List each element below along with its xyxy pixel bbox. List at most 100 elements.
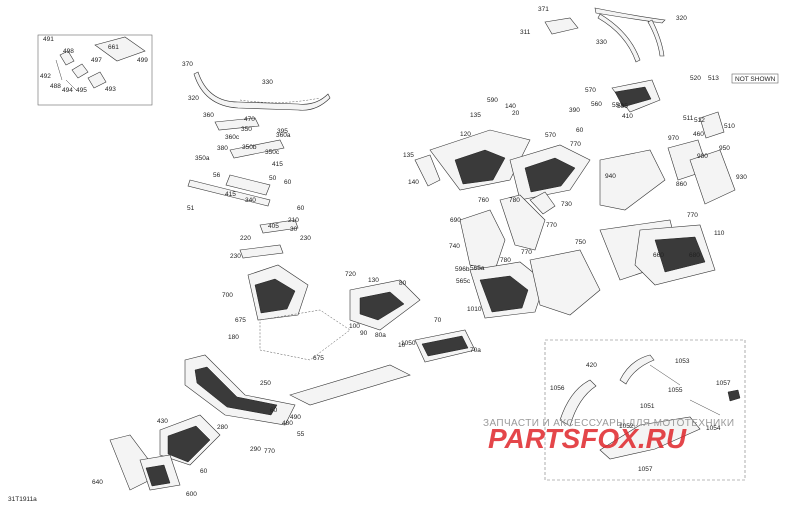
callout-label: 56 [213, 172, 221, 179]
callout-label: 140 [408, 179, 419, 186]
callout-label: 60 [200, 468, 208, 475]
callout-label: 330 [262, 79, 273, 86]
callout-label: 60 [297, 205, 305, 212]
callout-label: 20 [512, 110, 520, 117]
rear-rack-rail [193, 71, 331, 111]
callout-label: 350 [241, 126, 252, 133]
callout-label: 10 [398, 342, 406, 349]
callout-label: 1010 [467, 306, 482, 313]
center-body [247, 264, 476, 406]
callout-label: 675 [235, 317, 246, 324]
callout-label: 380 [217, 145, 228, 152]
callout-label: 60 [270, 407, 278, 414]
callout-label: 280 [217, 424, 228, 431]
callout-label: 750 [575, 239, 586, 246]
footwell-parts [109, 354, 296, 491]
callout-label: 770 [546, 222, 557, 229]
callout-label: 350a [195, 155, 210, 162]
callout-label: 595 [617, 103, 628, 110]
callout-label: 90 [360, 330, 368, 337]
callout-label: 350b [242, 144, 257, 151]
callout-label: 415 [225, 191, 236, 198]
front-body-panels [414, 79, 736, 211]
callout-label: 690 [450, 217, 461, 224]
callout-label: 30 [290, 226, 298, 233]
callout-label: 570 [585, 87, 596, 94]
callout-label: 410 [622, 113, 633, 120]
not-shown-label: NOT SHOWN [735, 76, 776, 83]
callout-label: 350c [265, 149, 280, 156]
callout-label: 360 [203, 112, 214, 119]
callout-label: 135 [470, 112, 481, 119]
callout-label: 491 [43, 36, 54, 43]
callout-label: 930 [736, 174, 747, 181]
callout-label: 370 [182, 61, 193, 68]
callout-label: 1053 [675, 358, 690, 365]
callout-label: 1056 [550, 385, 565, 392]
callout-label: 770 [570, 141, 581, 148]
callout-label: 340 [245, 197, 256, 204]
callout-label: 135 [403, 152, 414, 159]
callout-label: 660 [653, 252, 664, 259]
callout-label: 230 [300, 235, 311, 242]
callout-label: 499 [137, 57, 148, 64]
callout-label: 860 [676, 181, 687, 188]
callout-label: 51 [187, 205, 195, 212]
callout-label: 780 [500, 257, 511, 264]
callout-label: 513 [708, 75, 719, 82]
callout-label: 700 [222, 292, 233, 299]
callout-label: 230 [230, 253, 241, 260]
callout-label: 70 [434, 317, 442, 324]
inset-bracket-parts [55, 36, 146, 91]
callout-label: 470 [244, 116, 255, 123]
callout-label: 492 [40, 73, 51, 80]
callout-label: 493 [105, 86, 116, 93]
callout-label: 661 [108, 44, 119, 51]
callout-label: 770 [687, 212, 698, 219]
callout-label: 390 [569, 107, 580, 114]
callout-label: 1050 [401, 340, 416, 347]
diagram-code: 31T1911a [8, 496, 37, 503]
callout-label: 488 [50, 83, 61, 90]
callout-label: 940 [605, 173, 616, 180]
accessory-parts [559, 354, 741, 460]
callout-label: 130 [368, 277, 379, 284]
callout-label: 720 [345, 271, 356, 278]
callout-label: 520 [690, 75, 701, 82]
callout-label: 120 [460, 131, 471, 138]
callout-label: 1057 [638, 466, 653, 473]
callout-label: 140 [505, 103, 516, 110]
watermark: ЗАПЧАСТИ И АКСЕССУАРЫ ДЛЯ МОТОТЕХНИКИ PA… [483, 418, 734, 454]
callout-label: 498 [63, 48, 74, 55]
callout-labels: 3713203113305135205705901402013512055056… [40, 6, 747, 498]
callout-label: 510 [724, 123, 735, 130]
inset-box-bracket [37, 34, 153, 106]
callout-label: 780 [509, 197, 520, 204]
callout-label: 311 [520, 29, 531, 36]
callout-label: 640 [92, 479, 103, 486]
callout-label: 565c [456, 278, 471, 285]
callout-label: 100 [349, 323, 360, 330]
callout-label: 220 [240, 235, 251, 242]
callout-label: 180 [228, 334, 239, 341]
callout-label: 330 [596, 39, 607, 46]
callout-label: 430 [157, 418, 168, 425]
callout-label: 360a [276, 132, 291, 139]
callout-label: 415 [272, 161, 283, 168]
side-panels [459, 191, 716, 319]
callout-label: 1057 [716, 380, 731, 387]
callout-label: 730 [561, 201, 572, 208]
callout-label: 740 [449, 243, 460, 250]
callout-label: 1055 [668, 387, 683, 394]
callout-label: 60 [576, 127, 584, 134]
callout-label: 596b [455, 266, 470, 273]
watermark-subtitle: ЗАПЧАСТИ И АКСЕССУАРЫ ДЛЯ МОТОТЕХНИКИ [483, 418, 734, 429]
callout-label: 511 [683, 115, 694, 122]
callout-label: 70a [470, 347, 481, 354]
callout-label: 495 [76, 87, 87, 94]
callout-label: 497 [91, 57, 102, 64]
callout-label: 770 [521, 249, 532, 256]
callout-label: 371 [538, 6, 549, 13]
callout-label: 210 [288, 217, 299, 224]
